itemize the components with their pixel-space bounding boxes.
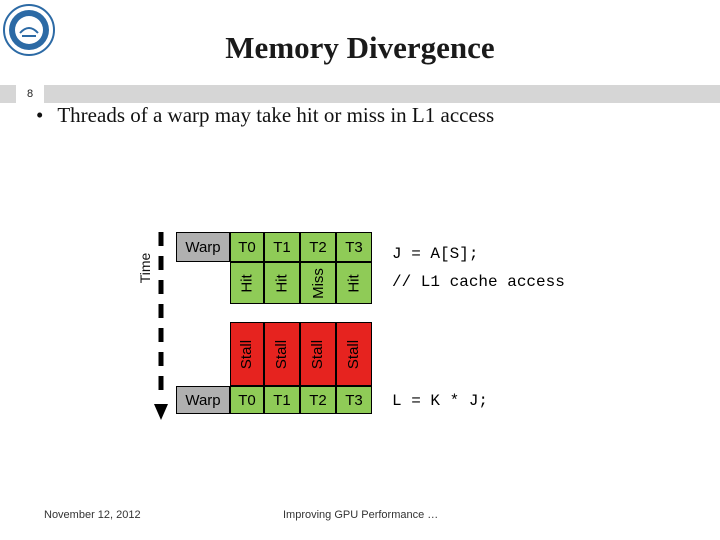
outcome-text-t0: Hit	[238, 273, 256, 293]
code-line-comment: // L1 cache access	[392, 273, 565, 291]
footer-date: November 12, 2012	[44, 509, 141, 521]
bullet-point: • Threads of a warp may take hit or miss …	[36, 103, 494, 128]
code-line-load: J = A[S];	[392, 245, 479, 263]
outcome-cell-t1: Hit	[264, 262, 300, 304]
outcome-text-t1: Hit	[273, 273, 291, 293]
university-logo	[3, 4, 55, 56]
stall-text-t2: Stall	[309, 339, 327, 369]
warp-label-top-text: Warp	[185, 238, 221, 256]
slide-number: 8	[16, 84, 44, 104]
footer-course: Improving GPU Performance …	[283, 509, 439, 521]
slide-header-bar	[0, 85, 720, 103]
thread-header-t3-top-text: T3	[345, 238, 363, 256]
thread-header-t2-top-text: T2	[309, 238, 327, 256]
outcome-text-t2: Miss	[309, 267, 327, 299]
warp-label-bottom: Warp	[176, 386, 230, 414]
stall-cell-t1: Stall	[264, 322, 300, 386]
stall-cell-t0: Stall	[230, 322, 264, 386]
outcome-cell-t3: Hit	[336, 262, 372, 304]
thread-header-t1-bottom-text: T1	[273, 391, 291, 409]
thread-header-t2-bottom: T2	[300, 386, 336, 414]
outcome-cell-t0: Hit	[230, 262, 264, 304]
outcome-text-t3: Hit	[345, 273, 363, 293]
stall-text-t1: Stall	[273, 339, 291, 369]
thread-header-t3-top: T3	[336, 232, 372, 262]
bullet-text: Threads of a warp may take hit or miss i…	[57, 103, 495, 127]
thread-header-t3-bottom: T3	[336, 386, 372, 414]
thread-header-t2-bottom-text: T2	[309, 391, 327, 409]
thread-header-t0-top-text: T0	[238, 238, 256, 256]
code-line-compute: L = K * J;	[392, 392, 489, 410]
stall-cell-t2: Stall	[300, 322, 336, 386]
stall-text-t0: Stall	[238, 339, 256, 369]
thread-header-t0-bottom: T0	[230, 386, 264, 414]
thread-header-t0-top: T0	[230, 232, 264, 262]
thread-header-t1-top: T1	[264, 232, 300, 262]
page-title: Memory Divergence	[225, 30, 495, 65]
stall-text-t3: Stall	[345, 339, 363, 369]
thread-header-t2-top: T2	[300, 232, 336, 262]
time-arrow-icon	[154, 232, 168, 420]
stall-cell-t3: Stall	[336, 322, 372, 386]
bullet-dot-icon: •	[36, 103, 44, 127]
thread-header-t3-bottom-text: T3	[345, 391, 363, 409]
warp-label-top: Warp	[176, 232, 230, 262]
warp-label-bottom-text: Warp	[185, 391, 221, 409]
thread-header-t1-top-text: T1	[273, 238, 291, 256]
outcome-cell-t2: Miss	[300, 262, 336, 304]
thread-header-t1-bottom: T1	[264, 386, 300, 414]
thread-header-t0-bottom-text: T0	[238, 391, 256, 409]
